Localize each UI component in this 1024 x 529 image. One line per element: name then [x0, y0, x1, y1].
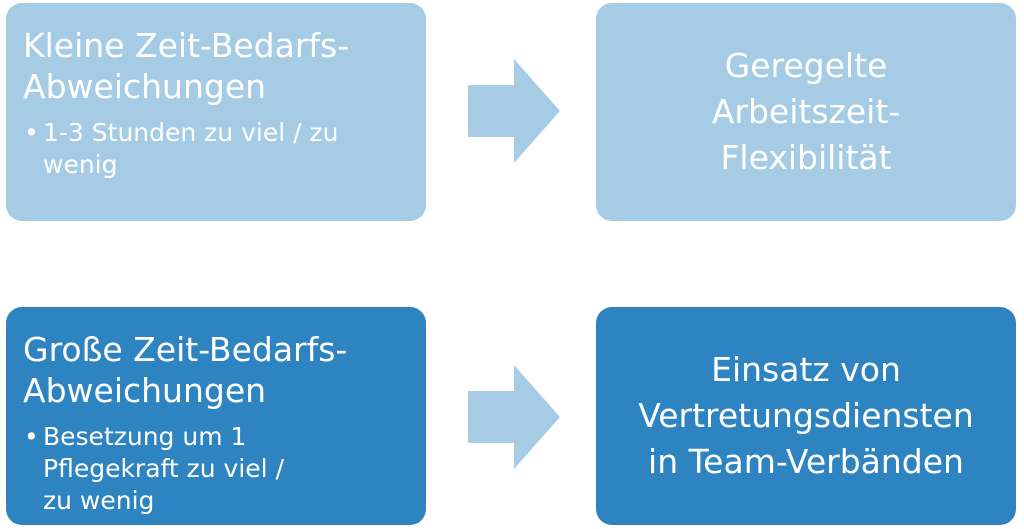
- source-bullet: • 1-3 Stunden zu viel / zu wenig: [23, 117, 410, 181]
- source-title: Kleine Zeit-Bedarfs- Abweichungen: [23, 25, 410, 107]
- right-arrow-icon: [468, 59, 560, 163]
- target-line: Vertretungsdiensten: [638, 396, 974, 435]
- source-title: Große Zeit-Bedarfs- Abweichungen: [23, 329, 410, 411]
- bullet-dot-icon: •: [24, 118, 39, 147]
- source-box-small-deviations: Kleine Zeit-Bedarfs- Abweichungen • 1-3 …: [6, 3, 426, 221]
- target-text: Geregelte Arbeitszeit- Flexibilität: [698, 43, 914, 181]
- bullet-line: Pflegekraft zu viel /: [43, 454, 284, 483]
- bullet-text: 1-3 Stunden zu viel / zu wenig: [43, 117, 410, 181]
- target-line: Flexibilität: [720, 138, 892, 177]
- bullet-line: wenig: [43, 150, 118, 179]
- target-box-substitute-services: Einsatz von Vertretungsdiensten in Team-…: [596, 307, 1016, 525]
- bullet-text: Besetzung um 1 Pflegekraft zu viel / zu …: [43, 421, 410, 517]
- target-line: Einsatz von: [711, 350, 901, 389]
- bullet-line: 1-3 Stunden zu viel / zu: [43, 118, 339, 147]
- bullet-line: zu wenig: [43, 486, 155, 515]
- target-box-flexibility: Geregelte Arbeitszeit- Flexibilität: [596, 3, 1016, 221]
- target-text: Einsatz von Vertretungsdiensten in Team-…: [624, 347, 988, 485]
- target-line: Geregelte: [724, 46, 888, 85]
- source-title-line: Große Zeit-Bedarfs-: [23, 330, 348, 369]
- source-title-line: Abweichungen: [23, 67, 267, 106]
- bullet-dot-icon: •: [24, 422, 39, 451]
- bullet-line: Besetzung um 1: [43, 422, 247, 451]
- source-box-large-deviations: Große Zeit-Bedarfs- Abweichungen • Beset…: [6, 307, 426, 525]
- target-line: Arbeitszeit-: [711, 92, 901, 131]
- source-bullet: • Besetzung um 1 Pflegekraft zu viel / z…: [23, 421, 410, 517]
- source-title-line: Abweichungen: [23, 371, 267, 410]
- source-title-line: Kleine Zeit-Bedarfs-: [23, 26, 350, 65]
- right-arrow-icon: [468, 365, 560, 469]
- target-line: in Team-Verbänden: [648, 442, 964, 481]
